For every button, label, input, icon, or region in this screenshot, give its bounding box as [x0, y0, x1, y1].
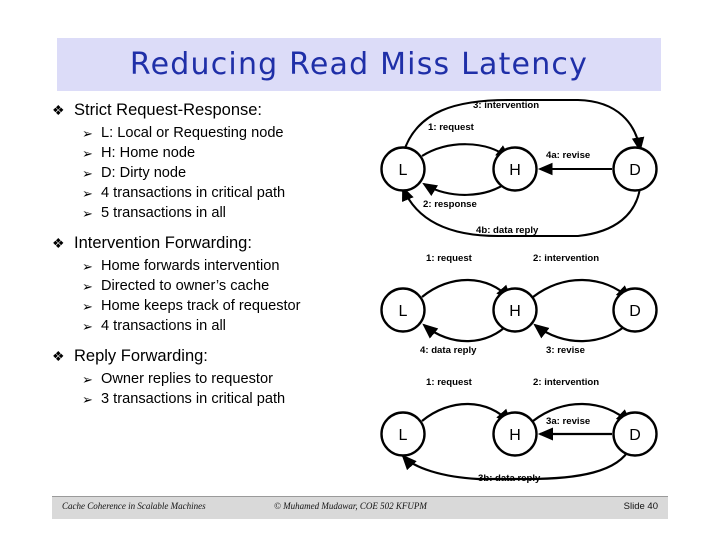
- node-D: [612, 411, 658, 457]
- edge-label-1-request: 1: request: [426, 377, 472, 388]
- section-heading-label: Intervention Forwarding:: [74, 234, 252, 252]
- arrow-bullet-icon: ➢: [82, 279, 93, 294]
- list-item: ➢ Owner replies to requestor: [52, 370, 382, 389]
- edge-label-4a-revise: 4a: revise: [546, 150, 591, 161]
- node-L: [380, 287, 426, 333]
- arrow-bullet-icon: ➢: [82, 126, 93, 141]
- edge-1-request: [421, 278, 512, 301]
- arrow-bullet-icon: ➢: [82, 372, 93, 387]
- section-heading-reply-forwarding: ❖ Reply Forwarding:: [52, 346, 382, 367]
- node-D-label: D: [629, 162, 641, 179]
- node-H: [492, 287, 538, 333]
- arrow-bullet-icon: ➢: [82, 299, 93, 314]
- node-D-label: D: [629, 427, 641, 444]
- list-item: ➢ 4 transactions in all: [52, 317, 382, 336]
- node-H-label: H: [509, 427, 521, 444]
- edge-2-intervention: [532, 278, 632, 301]
- node-D-label: D: [629, 303, 641, 320]
- list-item-label: L: Local or Requesting node: [101, 125, 284, 141]
- edge-3-intervention: [401, 98, 645, 155]
- diamond-bullet-icon: ❖: [52, 235, 65, 251]
- arrow-bullet-icon: ➢: [82, 166, 93, 181]
- edge-label-3-intervention: 3: intervention: [473, 100, 540, 111]
- edge-label-3b-data-reply: 3b: data reply: [478, 473, 541, 484]
- edge-label-2-intervention: 2: intervention: [533, 253, 600, 264]
- edge-2-intervention: [532, 402, 632, 425]
- node-H-label: H: [509, 303, 521, 320]
- list-item-label: Home keeps track of requestor: [101, 298, 301, 314]
- edge-label-4-data-reply: 4: data reply: [420, 345, 477, 356]
- diamond-bullet-icon: ❖: [52, 102, 65, 118]
- footer-course-title: Cache Coherence in Scalable Machines: [62, 501, 206, 511]
- edge-2-response: [422, 180, 510, 197]
- title-band: Reducing Read Miss Latency: [57, 38, 661, 91]
- list-item-label: Owner replies to requestor: [101, 371, 273, 387]
- node-H: [492, 146, 538, 192]
- edge-label-1-request: 1: request: [426, 253, 472, 264]
- arrow-bullet-icon: ➢: [82, 259, 93, 274]
- edge-label-2-intervention: 2: intervention: [533, 377, 600, 388]
- bullet-content: ❖ Strict Request-Response: ➢ L: Local or…: [52, 100, 382, 410]
- edge-1-request: [421, 402, 512, 425]
- diamond-bullet-icon: ❖: [52, 348, 65, 364]
- node-H-label: H: [509, 162, 521, 179]
- edge-1-request: [421, 143, 511, 160]
- diagram-svg: L H D: [380, 402, 658, 481]
- list-item-label: D: Dirty node: [101, 165, 187, 181]
- edge-label-1-request: 1: request: [428, 122, 474, 133]
- list-item-label: Home forwards intervention: [101, 258, 280, 274]
- diagram-strict-request-response: L H D 3: intervention 1: request 4a: rev…: [378, 96, 720, 246]
- list-item-label: Directed to owner’s cache: [101, 278, 270, 294]
- node-H: [492, 411, 538, 457]
- edge-4b-data-reply: [402, 186, 642, 238]
- node-L: [380, 411, 426, 457]
- node-L-label: L: [399, 427, 408, 444]
- list-item: ➢ 3 transactions in critical path: [52, 390, 382, 409]
- diagram-intervention-forwarding: L H D 1: request 2: intervention 4: data…: [378, 252, 720, 362]
- arrow-bullet-icon: ➢: [82, 392, 93, 407]
- node-L: [380, 146, 426, 192]
- footer-copyright: © Muhamed Mudawar, COE 502 KFUPM: [274, 501, 427, 511]
- edge-label-3a-revise: 3a: revise: [546, 416, 591, 427]
- arrow-bullet-icon: ➢: [82, 186, 93, 201]
- list-item: ➢ L: Local or Requesting node: [52, 124, 382, 143]
- section-heading-label: Reply Forwarding:: [74, 347, 208, 365]
- spacer: [52, 224, 382, 233]
- arrow-bullet-icon: ➢: [82, 319, 93, 334]
- list-item-label: 3 transactions in critical path: [101, 391, 286, 407]
- list-item: ➢ Home keeps track of requestor: [52, 297, 382, 316]
- list-item: ➢ Directed to owner’s cache: [52, 277, 382, 296]
- edge-label-2-response: 2: response: [423, 199, 477, 210]
- edge-label-4b-data-reply: 4b: data reply: [476, 225, 539, 236]
- edge-4-data-reply: [422, 321, 511, 343]
- list-item-label: 4 transactions in all: [101, 318, 226, 334]
- list-item-label: 5 transactions in all: [101, 205, 226, 221]
- edge-3-revise: [533, 321, 631, 343]
- node-D: [612, 287, 658, 333]
- section-heading-strict-request-response: ❖ Strict Request-Response:: [52, 100, 382, 121]
- node-L-label: L: [399, 162, 408, 179]
- section-heading-label: Strict Request-Response:: [74, 101, 263, 119]
- diagram-reply-forwarding: L H D 1: request 2: intervention 3a: rev…: [378, 376, 720, 488]
- arrow-bullet-icon: ➢: [82, 206, 93, 221]
- edge-label-3-revise: 3: revise: [546, 345, 585, 356]
- diagram-svg: L H D: [380, 278, 658, 343]
- section-heading-intervention-forwarding: ❖ Intervention Forwarding:: [52, 233, 382, 254]
- list-item-label: 4 transactions in critical path: [101, 185, 286, 201]
- footer-bar: Cache Coherence in Scalable Machines © M…: [52, 496, 668, 519]
- node-D: [612, 146, 658, 192]
- diagram-svg: L H D: [380, 98, 658, 238]
- node-L-label: L: [399, 303, 408, 320]
- spacer: [52, 337, 382, 346]
- list-item: ➢ D: Dirty node: [52, 164, 382, 183]
- list-item: ➢ 4 transactions in critical path: [52, 184, 382, 203]
- list-item: ➢ H: Home node: [52, 144, 382, 163]
- page-title: Reducing Read Miss Latency: [129, 47, 589, 82]
- edge-3b-data-reply: [401, 447, 631, 481]
- footer-slide-number: Slide 40: [623, 501, 658, 512]
- list-item: ➢ Home forwards intervention: [52, 257, 382, 276]
- arrow-bullet-icon: ➢: [82, 146, 93, 161]
- list-item-label: H: Home node: [101, 145, 196, 161]
- list-item: ➢ 5 transactions in all: [52, 204, 382, 223]
